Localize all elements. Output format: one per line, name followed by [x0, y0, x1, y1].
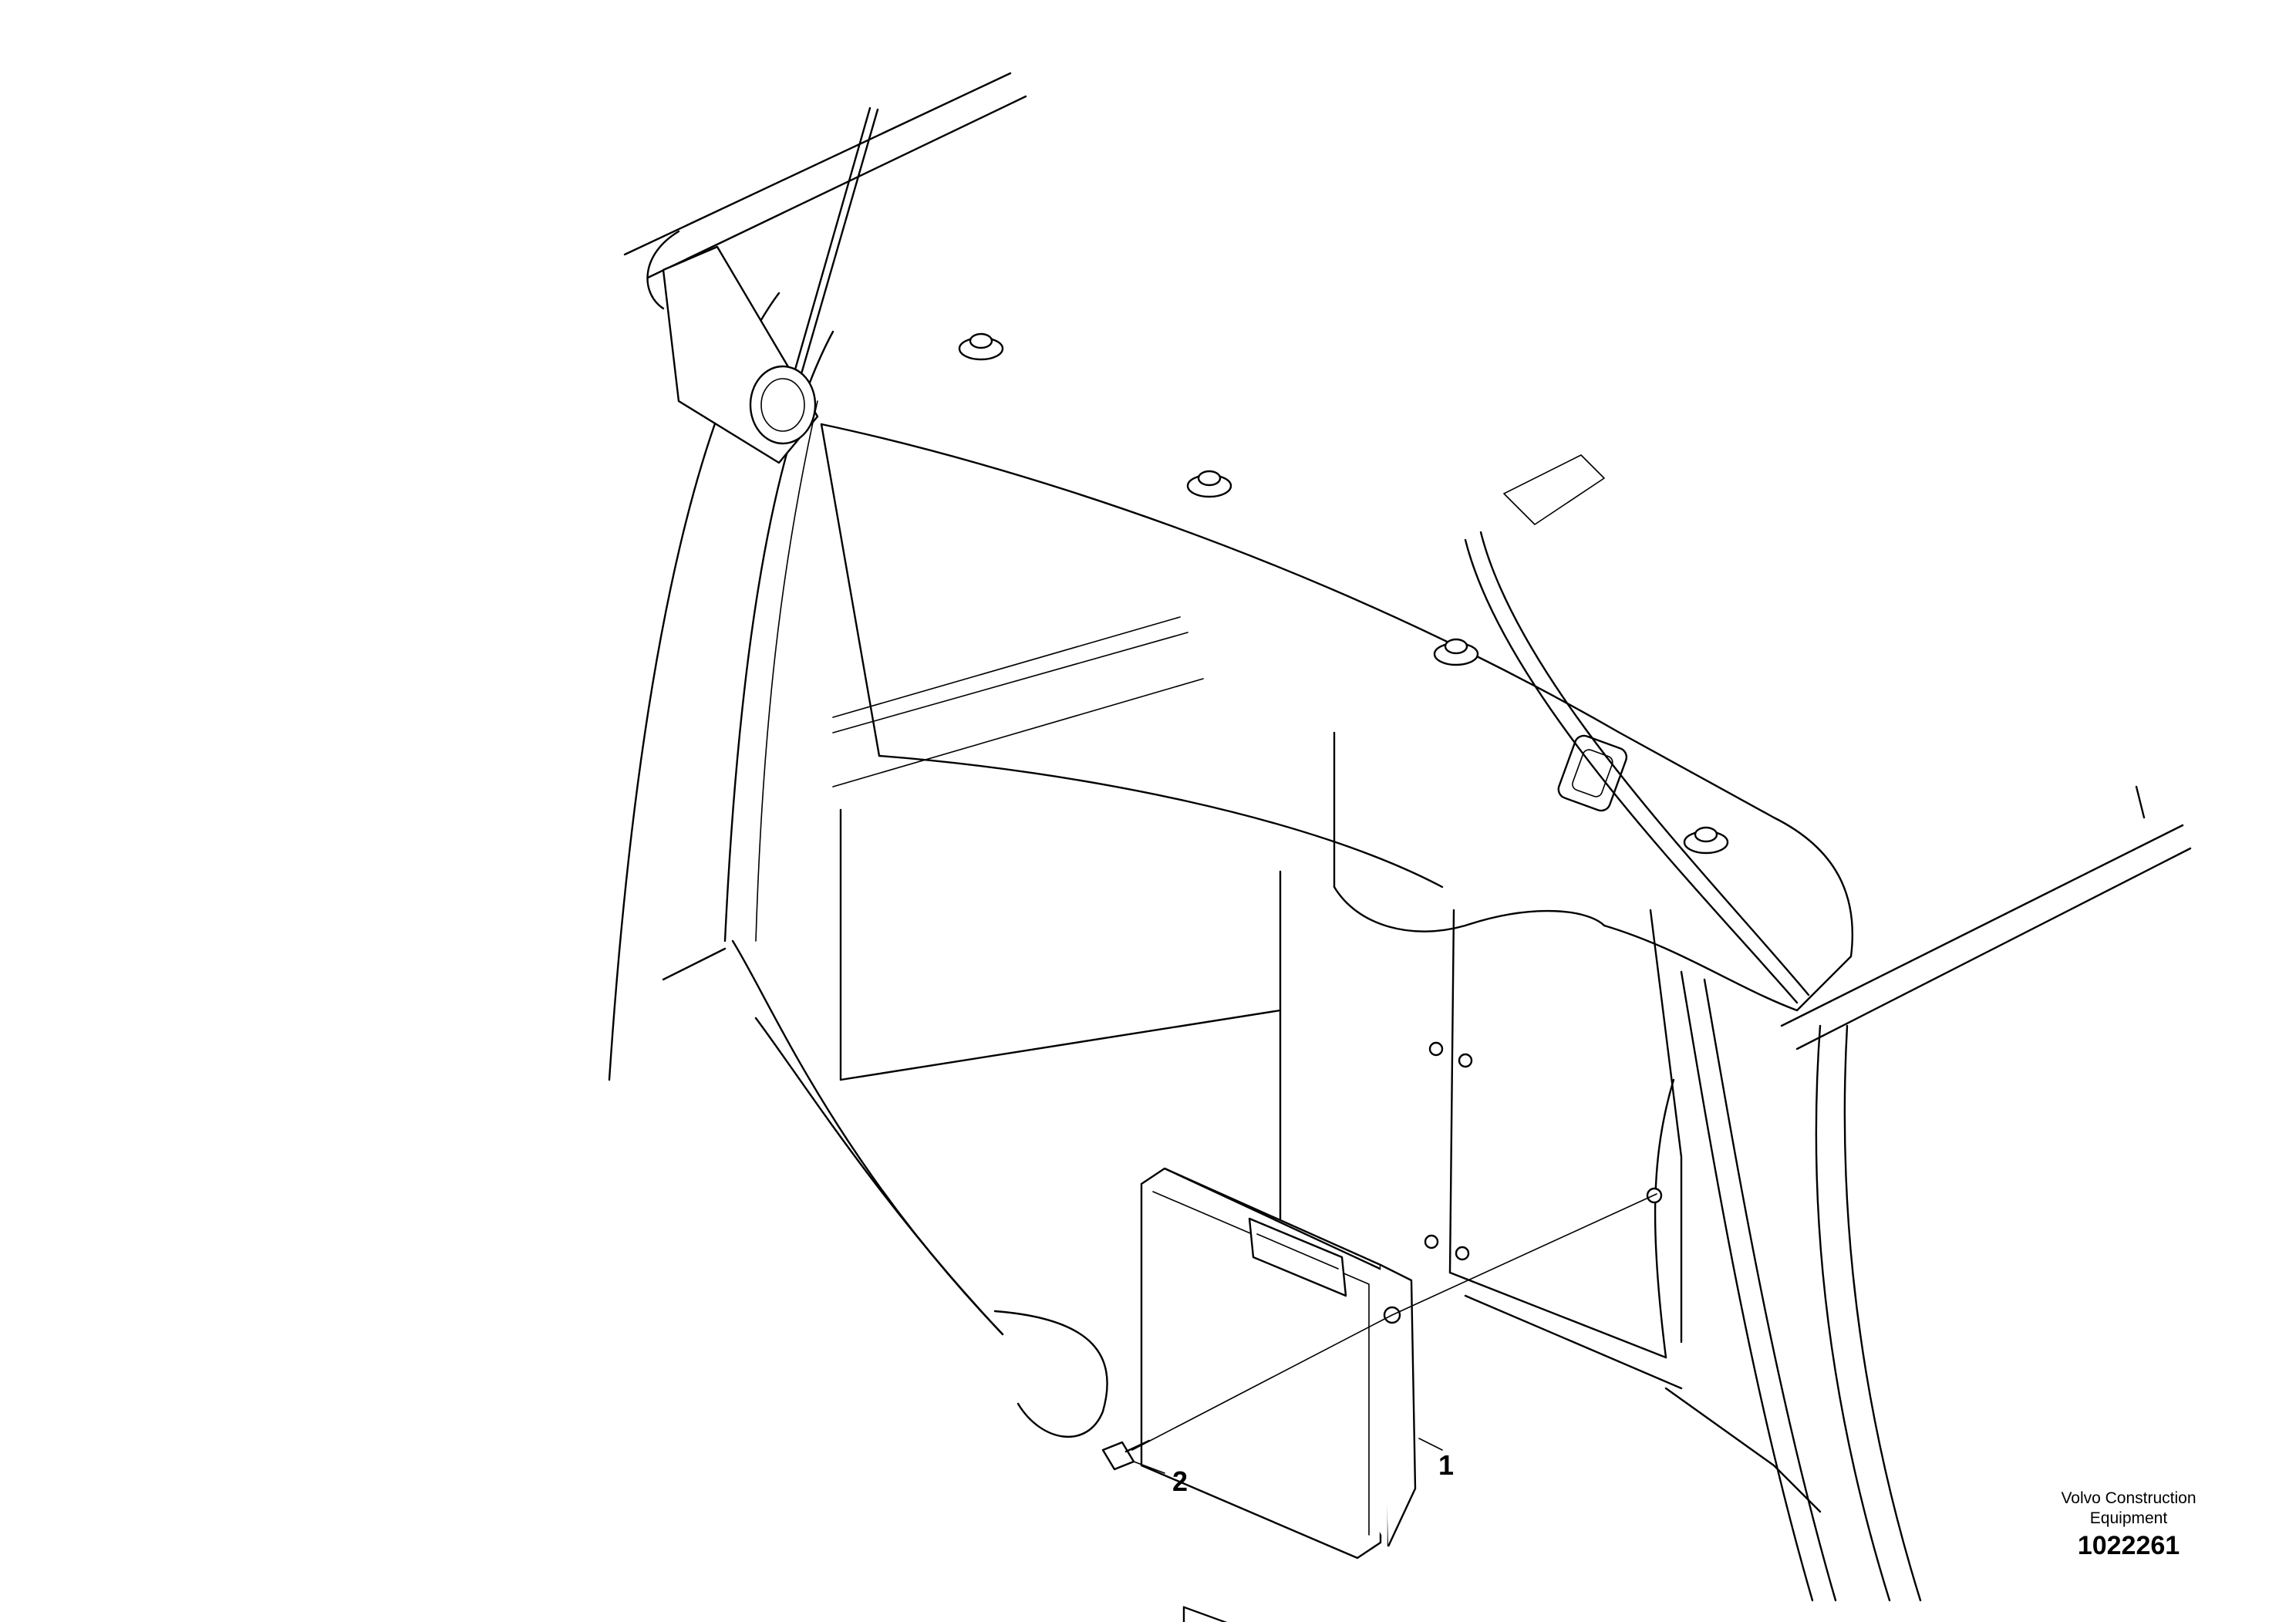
document-number: 1022261	[2077, 1531, 2180, 1560]
grab-handle	[1464, 454, 1810, 1004]
publisher-credit-line1: Volvo Construction	[2061, 1489, 2197, 1507]
cab-interior-panels	[731, 808, 1822, 1513]
overhead-frame	[820, 423, 1854, 1012]
assembly-lines	[1131, 1193, 1657, 1451]
cab-right-door-frame	[1680, 785, 2192, 1602]
publisher-credit-line2: Equipment	[2089, 1509, 2168, 1527]
publisher-credit: Volvo Construction Equipment	[2005, 1489, 2252, 1529]
callout-2: 2	[1172, 1465, 1188, 1497]
mounting-studs	[1424, 1041, 1663, 1261]
roof-fasteners	[958, 332, 1729, 855]
electronic-control-unit-icon	[1140, 1167, 1417, 1622]
callout-1: 1	[1438, 1449, 1454, 1481]
leader-lines	[1133, 1438, 1443, 1474]
antenna-icon	[749, 106, 879, 445]
cab-roof-rails	[623, 72, 1027, 464]
